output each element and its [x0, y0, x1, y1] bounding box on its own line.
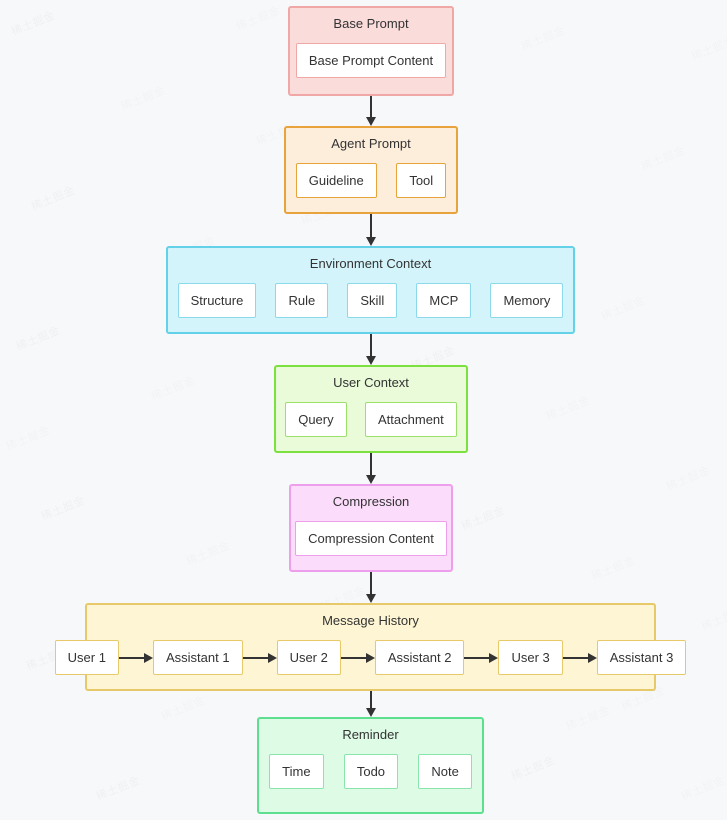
node-attachment[interactable]: Attachment: [365, 402, 457, 437]
node-rule[interactable]: Rule: [275, 283, 329, 318]
connector-arrow-compression-to-message-history: [366, 572, 376, 603]
node-todo[interactable]: Todo: [343, 754, 399, 789]
arrowhead-icon: [366, 356, 376, 365]
arrowhead-icon: [366, 117, 376, 126]
node-assistant-2[interactable]: Assistant 2: [374, 640, 465, 675]
group-nodes-environment-context: Structure Rule Skill MCP Memory: [168, 272, 573, 318]
connector-line: [370, 453, 372, 476]
arrowhead-icon: [366, 708, 376, 717]
node-query[interactable]: Query: [285, 402, 347, 437]
node-skill[interactable]: Skill: [347, 283, 398, 318]
group-title-base-prompt: Base Prompt: [333, 16, 409, 31]
group-title-environment-context: Environment Context: [309, 256, 432, 271]
node-user-2[interactable]: User 2: [276, 640, 341, 675]
group-title-agent-prompt: Agent Prompt: [331, 136, 411, 151]
connector-arrow-agent-prompt-to-environment-context: [366, 214, 376, 246]
node-mcp[interactable]: MCP: [416, 283, 472, 318]
sequence-arrow: [242, 652, 277, 664]
group-nodes-base-prompt: Base Prompt Content: [290, 32, 452, 78]
connector-line: [370, 214, 372, 238]
connector-line: [370, 96, 372, 118]
group-nodes-compression: Compression Content: [291, 510, 451, 556]
arrowhead-icon: [267, 652, 277, 663]
sequence-arrow-line: [464, 656, 491, 659]
node-base-prompt-content[interactable]: Base Prompt Content: [295, 43, 447, 78]
group-title-message-history: Message History: [322, 613, 419, 628]
arrowhead-icon: [143, 652, 153, 663]
arrowhead-icon: [366, 594, 376, 603]
node-note[interactable]: Note: [418, 754, 472, 789]
group-title-compression: Compression: [332, 494, 410, 509]
connector-arrow-base-prompt-to-agent-prompt: [366, 96, 376, 126]
connector-arrow-user-context-to-compression: [366, 453, 376, 484]
connector-line: [370, 691, 372, 709]
arrowhead-icon: [489, 652, 499, 663]
node-time[interactable]: Time: [269, 754, 324, 789]
node-structure[interactable]: Structure: [177, 283, 257, 318]
node-compression-content[interactable]: Compression Content: [295, 521, 447, 556]
group-nodes-agent-prompt: Guideline Tool: [286, 152, 456, 198]
arrowhead-icon: [365, 652, 375, 663]
group-title-reminder: Reminder: [342, 727, 399, 742]
sequence-arrow: [464, 652, 499, 664]
group-nodes-message-history: User 1 Assistant 1 User 2 Assistant 2 User 3…: [54, 629, 687, 675]
sequence-arrow-line: [242, 656, 269, 659]
node-guideline[interactable]: Guideline: [295, 163, 377, 198]
arrowhead-icon: [366, 475, 376, 484]
arrowhead-icon: [366, 237, 376, 246]
group-nodes-user-context: Query Attachment: [276, 391, 466, 437]
node-memory[interactable]: Memory: [490, 283, 564, 318]
node-tool[interactable]: Tool: [396, 163, 447, 198]
connector-line: [370, 334, 372, 357]
arrowhead-icon: [587, 652, 597, 663]
sequence-arrow: [562, 652, 597, 664]
node-user-3[interactable]: User 3: [498, 640, 563, 675]
node-assistant-3[interactable]: Assistant 3: [596, 640, 687, 675]
sequence-arrow-line: [118, 656, 145, 659]
node-assistant-1[interactable]: Assistant 1: [152, 640, 243, 675]
group-title-user-context: User Context: [333, 375, 409, 390]
sequence-arrow: [118, 652, 153, 664]
connector-arrow-environment-context-to-user-context: [366, 334, 376, 365]
connector-arrow-message-history-to-reminder: [366, 691, 376, 717]
group-nodes-reminder: Time Todo Note: [259, 743, 482, 789]
sequence-arrow-line: [340, 656, 367, 659]
sequence-arrow-line: [562, 656, 589, 659]
node-user-1[interactable]: User 1: [54, 640, 119, 675]
sequence-arrow: [340, 652, 375, 664]
connector-line: [370, 572, 372, 595]
